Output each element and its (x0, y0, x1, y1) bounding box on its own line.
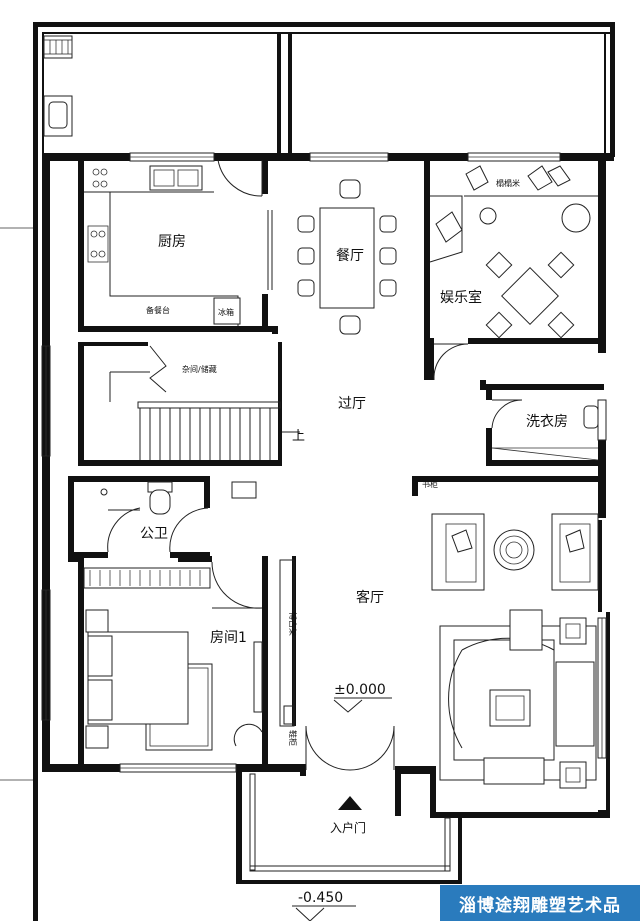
room-label-laundry: 洗衣房 (526, 414, 568, 430)
bedroom-furniture (83, 559, 295, 751)
dining-table (297, 179, 397, 335)
entrance-arrow-icon (338, 796, 362, 810)
label-stairs-up: 上 (292, 429, 305, 444)
room-label-living: 客厅 (356, 589, 384, 606)
room-label-entrance: 入户门 (330, 820, 366, 835)
label-curio-shelf: 博古架 (288, 612, 298, 636)
label-storage: 杂间/储藏 (182, 364, 217, 374)
level-marker-outside (292, 905, 356, 921)
room-label-kitchen: 厨房 (158, 234, 186, 250)
entertainment-furniture (429, 165, 598, 339)
room-label-bedroom1: 房间1 (210, 630, 247, 646)
room-label-bathroom: 公卫 (140, 526, 168, 542)
label-bookshelf: 书柜 (422, 479, 438, 489)
laundry-fixtures (491, 405, 599, 461)
label-fridge: 冰箱 (218, 307, 234, 317)
balcony-sink (43, 39, 73, 137)
level-floor: ±0.000 (334, 682, 386, 698)
level-marker-floor (333, 697, 392, 713)
label-sideboard: 备餐台 (146, 305, 170, 315)
watermark: 淄博途翔雕塑艺术品 (440, 885, 640, 921)
kitchen-counters (84, 165, 273, 326)
room-label-dining: 餐厅 (336, 248, 364, 264)
room-label-entertainment: 娱乐室 (440, 289, 482, 306)
level-outside: -0.450 (298, 890, 343, 906)
staircase (109, 345, 300, 460)
label-shoe-cabinet: 鞋柜 (288, 730, 298, 746)
doors (107, 159, 523, 771)
label-tatami: 榻榻米 (496, 178, 520, 188)
bathroom-fixtures (100, 481, 257, 515)
room-label-hallway: 过厅 (338, 396, 366, 412)
living-furniture (431, 513, 599, 789)
